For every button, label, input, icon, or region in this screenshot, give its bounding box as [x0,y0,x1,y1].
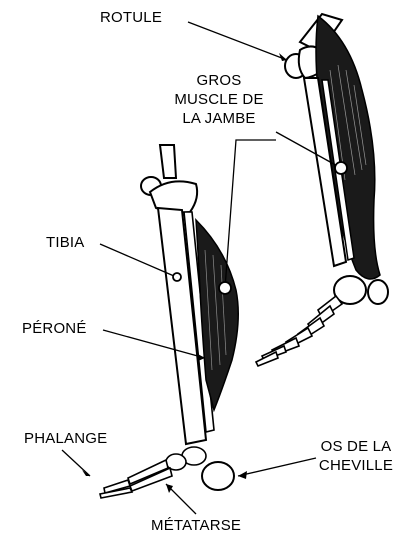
left-femur [160,145,176,178]
label-gros-muscle: GROS MUSCLE DE LA JAMBE [160,71,278,128]
label-gros-line1: GROS [160,71,278,90]
label-os-line2: CHEVILLE [309,456,403,475]
rotule-pointer [188,22,287,60]
left-foot [100,447,206,498]
right-muscle-dot [335,162,347,174]
left-leg [100,145,238,498]
label-rotule-text: ROTULE [100,8,162,27]
label-phalange: PHALANGE [24,429,107,448]
left-muscle-dot [219,282,231,294]
label-gros-line3: LA JAMBE [160,109,278,128]
label-tibia-text: TIBIA [46,233,85,252]
right-leg [256,14,388,366]
label-phalange-text: PHALANGE [24,429,107,448]
label-metatarse-text: MÉTATARSE [151,516,241,535]
phalange-pointer [62,450,90,476]
label-metatarse: MÉTATARSE [151,516,241,535]
right-foot [256,296,342,366]
left-ankle-bone [202,462,234,490]
tibia-dot [173,273,181,281]
os-cheville-pointer [238,458,316,476]
gros-muscle-pointer-left [225,140,276,288]
label-tibia: TIBIA [46,233,85,252]
label-perone: PÉRONÉ [22,319,87,338]
label-os-cheville: OS DE LA CHEVILLE [309,437,403,475]
label-os-line1: OS DE LA [309,437,403,456]
label-gros-line2: MUSCLE DE [160,90,278,109]
label-rotule: ROTULE [100,8,162,27]
label-perone-text: PÉRONÉ [22,319,87,338]
